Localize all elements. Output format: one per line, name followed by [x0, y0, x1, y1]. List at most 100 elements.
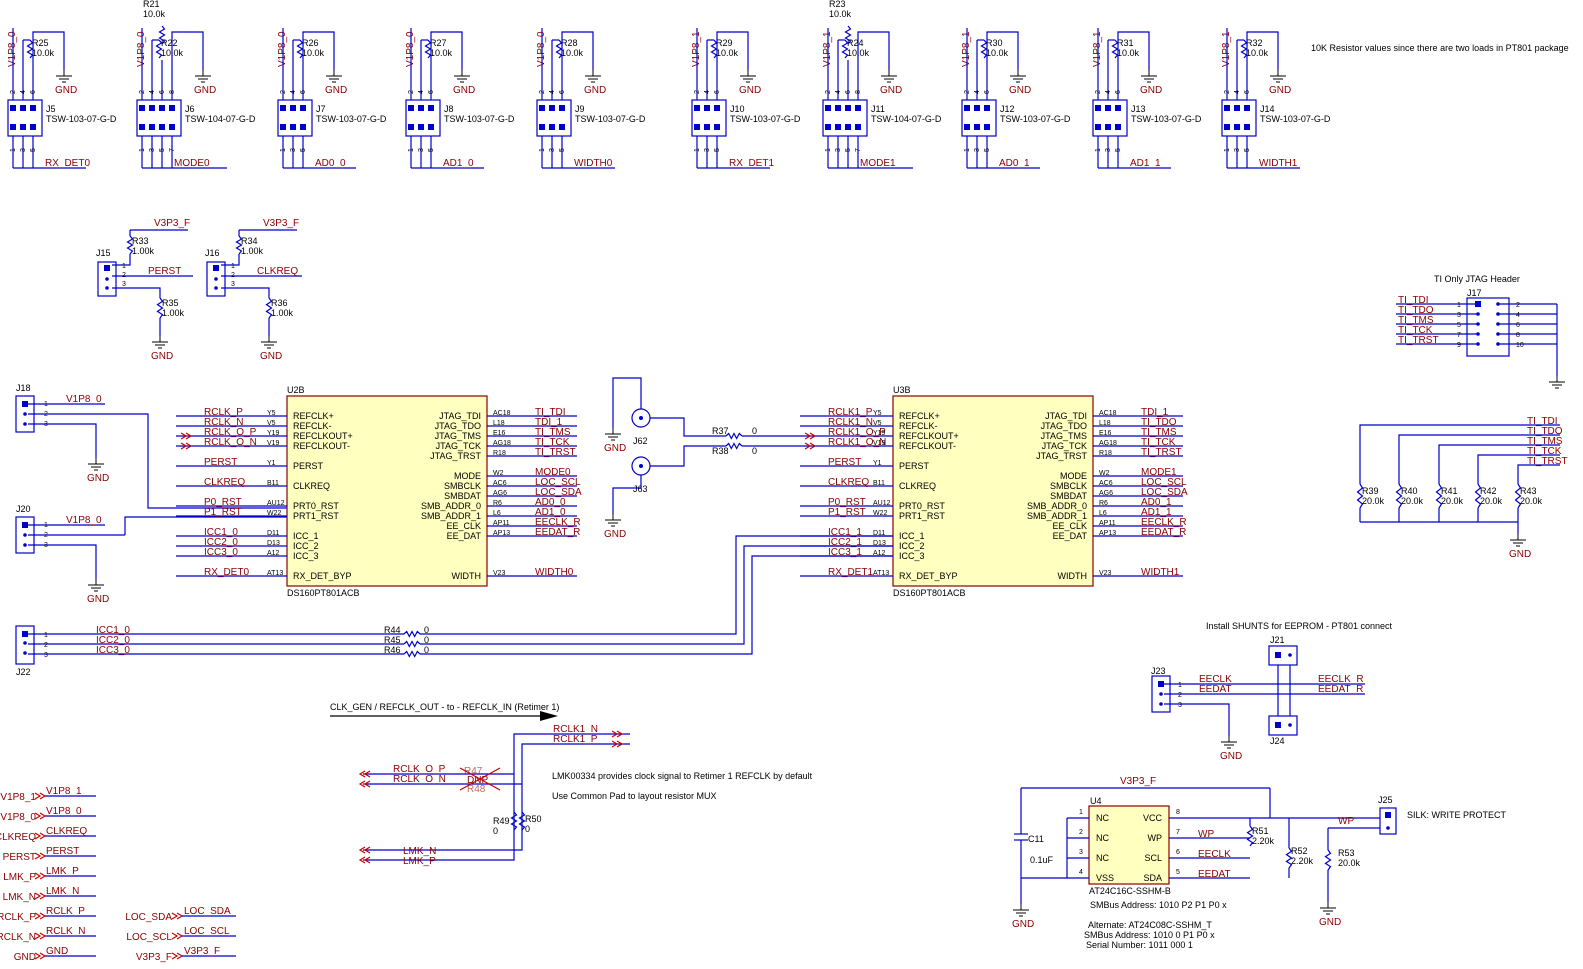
pulldown-resistor: [1514, 483, 1522, 509]
diff-port: [611, 740, 619, 748]
pull-down-resistor: [156, 297, 164, 319]
pin-name: EE_CLK: [446, 521, 481, 531]
pin-net: RCLK_O_P: [204, 427, 257, 438]
pin-num-bot: 3: [418, 148, 425, 152]
res-ref: R49: [493, 816, 510, 826]
pin-num-top: 6: [300, 90, 307, 94]
pin-net: ICC1_1: [828, 527, 862, 538]
pin-pad: [694, 105, 700, 111]
pin-dot: [214, 277, 218, 281]
icc-net: ICC2_0: [96, 635, 130, 646]
alias-arrow: [34, 792, 42, 800]
pin-net: MODE0: [535, 467, 571, 478]
pin-num-bot: 1: [280, 148, 287, 152]
alternate-part: Alternate: AT24C08C-SSHM_T: [1088, 920, 1212, 930]
pin-num: W2: [493, 470, 504, 477]
pin-num: AC18: [493, 410, 511, 417]
sma-center: [639, 464, 643, 468]
diff-port: [180, 432, 188, 440]
series-resistor: [725, 432, 743, 440]
pin-net: LOC_SDA: [535, 487, 582, 498]
pin-num-top: 4: [1234, 90, 1241, 94]
header-ref: J5: [46, 104, 56, 114]
header-j6: V1P8_021436587J6TSW-104-07-G-DR2210.0kGN…: [136, 0, 256, 169]
pin-num: W22: [873, 510, 888, 517]
alias-net: RCLK_N: [46, 926, 85, 937]
pin-num-top: 6: [30, 90, 37, 94]
pin-pad: [1095, 124, 1101, 130]
net-label: WIDTH1: [1259, 158, 1298, 169]
rclk-o-n-net: RCLK_O_N: [393, 774, 446, 785]
pin-num-top: 2: [408, 90, 415, 94]
pin-num: L6: [1099, 510, 1107, 517]
pin-pad: [22, 631, 28, 637]
diff-port: [616, 730, 624, 738]
pin-num-bot: 1: [139, 148, 146, 152]
pin-num-bot: 5: [300, 148, 307, 152]
pin-name: REFCLKOUT+: [293, 431, 353, 441]
res-ref: R37: [712, 426, 729, 436]
gnd-wire: [986, 31, 1019, 70]
res-ref: R22: [161, 38, 178, 48]
pin-num-top: 8: [855, 90, 862, 94]
alias-port: LOC_SCL: [126, 932, 172, 943]
pin-name: REFCLK-: [899, 421, 938, 431]
sma-gnd-wire: [612, 475, 642, 514]
mux-resistor: [518, 811, 526, 831]
pin-pad: [1234, 105, 1240, 111]
header-part: TSW-103-07-G-D: [46, 114, 117, 124]
header-ref: J14: [1260, 104, 1275, 114]
res2-ref: R23: [829, 0, 846, 9]
pin-net: PERST: [828, 457, 861, 468]
pin-pad: [1158, 681, 1164, 687]
diff-port: [363, 846, 371, 854]
pin-pad: [418, 105, 424, 111]
pin-dot: [23, 651, 27, 655]
pin-pad: [22, 522, 28, 528]
gnd-wire: [561, 31, 594, 70]
rclk1-p-wire: [363, 743, 630, 851]
header-ref: J24: [1270, 736, 1285, 746]
pin-num: 3: [1079, 849, 1083, 856]
pulldown-wire: [1438, 444, 1560, 484]
alias-arrow: [34, 832, 42, 840]
clk-note-1: LMK00334 provides clock signal to Retime…: [552, 771, 813, 781]
res-val: 10.0k: [986, 48, 1009, 58]
diff-port: [809, 442, 817, 450]
pin-num-top: 6: [428, 90, 435, 94]
cap-val: 0.1uF: [1030, 855, 1054, 865]
pulldown-resistor: [1356, 483, 1364, 509]
pin-pad: [300, 124, 306, 130]
icc-net: ICC1_0: [96, 625, 130, 636]
pin-pad: [1115, 105, 1121, 111]
header-part: TSW-104-07-G-D: [185, 114, 256, 124]
res-ref: R25: [32, 38, 49, 48]
pin-num-bot: 5: [984, 148, 991, 152]
pin-num-bot: 7: [855, 148, 862, 152]
header-ref: J8: [444, 104, 454, 114]
pulldown-wire: [1477, 454, 1560, 484]
pin-name: PERST: [293, 461, 324, 471]
rclk-o-p-net: RCLK_O_P: [393, 764, 446, 775]
pin-name: PRT1_RST: [899, 511, 945, 521]
pin-num: Y5: [267, 410, 276, 417]
pin-name: RX_DET_BYP: [293, 571, 352, 581]
pin-pad: [290, 124, 296, 130]
pin-name: WIDTH: [1058, 571, 1088, 581]
header-ref: J11: [871, 104, 885, 114]
gnd-wire: [1117, 31, 1150, 70]
pin-net: EEDAT: [1198, 869, 1231, 880]
pin-num-top: 6: [159, 90, 166, 94]
pin-dot: [1386, 826, 1390, 830]
pin-num-bot: 5: [714, 148, 721, 152]
pin-name: RX_DET_BYP: [899, 571, 958, 581]
header-ref: J7: [316, 104, 326, 114]
header-ref: J10: [730, 104, 745, 114]
pin-name: JTAG_TRST: [1036, 451, 1087, 461]
jtag-net: TI_TCK: [1398, 325, 1433, 336]
pin-pad: [1095, 105, 1101, 111]
res-ref: R46: [384, 645, 401, 655]
pin-num-top: 4: [835, 90, 842, 94]
scl-pullup: [1285, 847, 1293, 869]
